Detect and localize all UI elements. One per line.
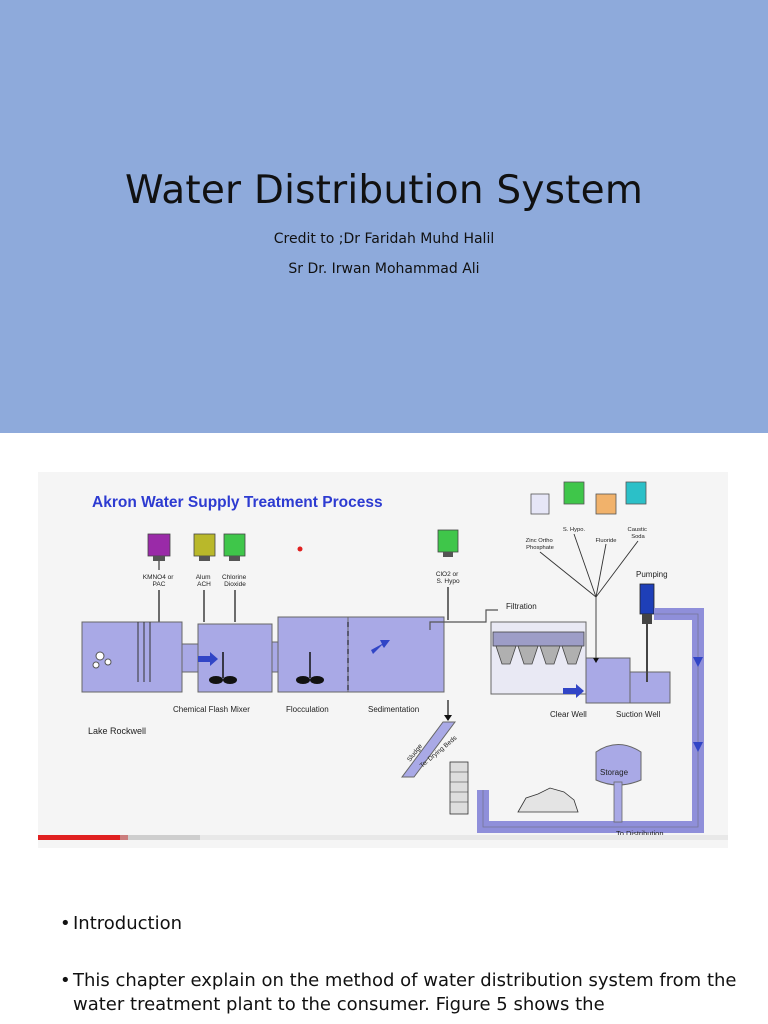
label-s-hypo: S. Hypo. xyxy=(563,527,586,533)
svg-text:Chlorine Dioxide: Chlorine Dioxide xyxy=(222,574,248,588)
label-filtration: Filtration xyxy=(506,602,537,611)
label-fluoride: Fluoride xyxy=(596,538,617,544)
label-clo2-1: ClO2 or xyxy=(436,571,459,578)
svg-text:ClO2 or S. Hypo: ClO2 or S. Hypo xyxy=(436,571,460,585)
basins xyxy=(81,616,445,693)
label-storage: Storage xyxy=(600,768,629,777)
label-flocculation: Flocculation xyxy=(286,705,329,714)
svg-text:Zinc Ortho Phosphate: Zinc Ortho Phosphate xyxy=(526,538,555,551)
label-kmno4-1: KMNO4 or xyxy=(143,574,175,581)
hopper-chlorine-dioxide xyxy=(223,533,246,561)
label-caustic-1: Caustic xyxy=(628,527,647,533)
label-clear-well: Clear Well xyxy=(550,710,587,719)
label-clo2-2: S. Hypo xyxy=(436,578,460,585)
label-zinc-1: Zinc Ortho xyxy=(526,538,553,544)
video-buffer xyxy=(120,835,200,840)
process-diagram: Akron Water Supply Treatment Process KMN… xyxy=(38,481,728,840)
video-progress-fill xyxy=(38,835,128,840)
svg-text:Caustic Soda: Caustic Soda xyxy=(628,527,649,540)
bullet-item: •Introduction xyxy=(60,913,183,934)
svg-text:Alum ACH: Alum ACH xyxy=(196,574,213,588)
label-alum-2: ACH xyxy=(197,581,211,588)
label-zinc-2: Phosphate xyxy=(526,545,554,551)
hopper-kmno4 xyxy=(147,533,171,570)
storage-tank: Storage xyxy=(595,744,642,823)
label-kmno4-2: PAC xyxy=(153,581,166,588)
bullet-text-introduction: Introduction xyxy=(73,913,183,934)
hopper-alum xyxy=(193,533,216,561)
label-pumping: Pumping xyxy=(636,570,668,579)
bullet-list: •Introduction •This chapter explain on t… xyxy=(60,912,760,1017)
label-sedimentation: Sedimentation xyxy=(368,705,419,714)
credit-line-2: Sr Dr. Irwan Mohammad Ali xyxy=(288,261,480,277)
video-progress-track[interactable] xyxy=(38,835,728,840)
label-chlorine-2: Dioxide xyxy=(224,581,246,588)
label-chlorine-1: Chlorine xyxy=(222,574,247,581)
label-alum-1: Alum xyxy=(196,574,211,581)
title-slide: Water Distribution System Credit to ;Dr … xyxy=(0,0,768,433)
label-suction-well: Suction Well xyxy=(616,710,661,719)
treatment-process-figure: Akron Water Supply Treatment Process KMN… xyxy=(38,472,728,848)
bullet-text-chapter: This chapter explain on the method of wa… xyxy=(73,970,737,1015)
figure-title: Akron Water Supply Treatment Process xyxy=(92,494,383,511)
credit-line-1: Credit to ;Dr Faridah Muhd Halil xyxy=(273,231,495,247)
label-lake: Lake Rockwell xyxy=(88,726,146,736)
slide-title: Water Distribution System xyxy=(124,168,644,213)
bullet-item: •This chapter explain on the method of w… xyxy=(60,970,737,1015)
label-caustic-2: Soda xyxy=(631,534,645,540)
label-chemical-flash-mixer: Chemical Flash Mixer xyxy=(173,705,250,714)
label-to-distribution: To Distribution xyxy=(616,829,664,838)
svg-text:KMNO4 or PAC: KMNO4 or PAC xyxy=(143,574,176,588)
